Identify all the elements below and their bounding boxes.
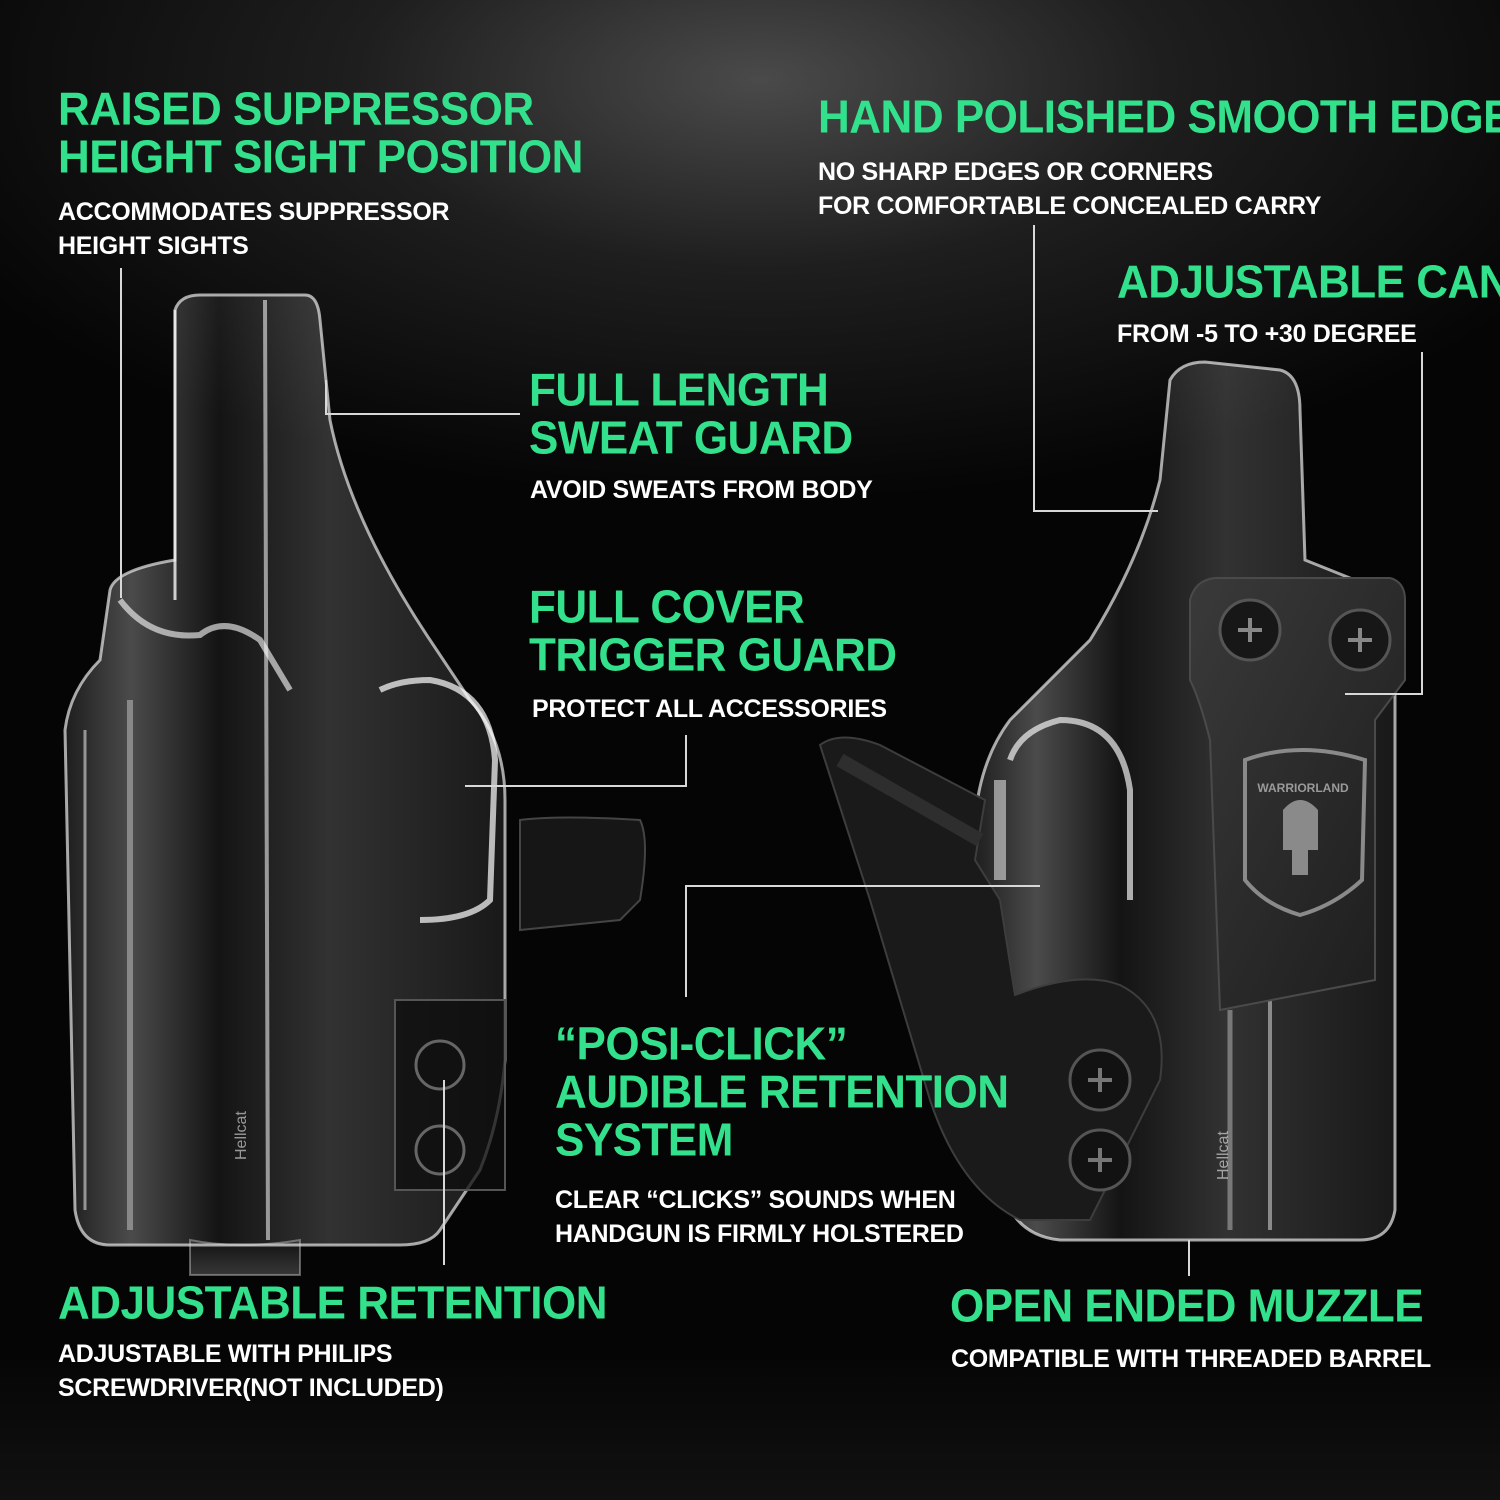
retention-desc-1: ADJUSTABLE WITH PHILIPS: [58, 1340, 393, 1368]
cant-heading: ADJUSTABLE CANT: [1117, 256, 1500, 309]
posi-click-heading-2: AUDIBLE RETENTION: [555, 1066, 1009, 1119]
leader-cant-h: [1345, 693, 1423, 695]
retention-screw-bottom: [414, 1124, 466, 1176]
suppressor-sight-desc-1: ACCOMMODATES SUPPRESSOR: [58, 198, 450, 226]
floor-shadow: [0, 1360, 1500, 1500]
shield-emblem: [1243, 748, 1368, 918]
trigger-guard-heading-2: TRIGGER GUARD: [529, 629, 897, 682]
muzzle-heading: OPEN ENDED MUZZLE: [950, 1280, 1424, 1333]
belt-wing: [519, 816, 646, 932]
leader-posi-click-h: [685, 885, 1040, 887]
model-mark-left: Hellcat: [233, 1111, 250, 1160]
suppressor-sight-heading-1: RAISED SUPPRESSOR: [58, 83, 534, 136]
leader-sweat-guard-h: [325, 413, 520, 415]
suppressor-sight-heading-2: HEIGHT SIGHT POSITION: [58, 131, 583, 184]
posi-click-desc-2: HANDGUN IS FIRMLY HOLSTERED: [555, 1220, 964, 1248]
holster-front-view: Hellcat: [63, 293, 646, 1276]
leader-posi-click-v: [685, 885, 687, 997]
leader-trigger-guard-h: [465, 785, 687, 787]
leader-muzzle: [1188, 1240, 1190, 1276]
leader-smooth-edge-v: [1033, 225, 1035, 512]
posi-click-desc-1: CLEAR “CLICKS” SOUNDS WHEN: [555, 1186, 956, 1214]
sweat-guard-desc: AVOID SWEATS FROM BODY: [530, 476, 873, 504]
leader-trigger-guard-v: [685, 735, 687, 787]
trigger-guard-desc: PROTECT ALL ACCESSORIES: [532, 695, 887, 723]
leader-cant-v: [1421, 352, 1423, 695]
posi-click-heading-1: “POSI-CLICK”: [555, 1018, 848, 1071]
muzzle-desc: COMPATIBLE WITH THREADED BARREL: [951, 1345, 1432, 1373]
retention-heading: ADJUSTABLE RETENTION: [58, 1277, 607, 1330]
leader-retention: [443, 1080, 445, 1265]
brand-logo: WARRIORLAND: [1257, 781, 1349, 795]
retention-desc-2: SCREWDRIVER(NOT INCLUDED): [58, 1374, 444, 1402]
sweat-guard-heading-2: SWEAT GUARD: [529, 412, 853, 465]
belt-clip: [1189, 577, 1406, 1012]
leader-suppressor-sight: [120, 268, 122, 598]
spartan-helmet-icon: [1283, 800, 1318, 875]
holster-rear-view: WARRIORLAND Hellcat: [818, 360, 1406, 1242]
posi-click-heading-3: SYSTEM: [555, 1114, 733, 1167]
trigger-guard-heading-1: FULL COVER: [529, 581, 805, 634]
retention-screw-top: [414, 1039, 466, 1091]
leader-sweat-guard-v: [325, 380, 327, 415]
smooth-edge-desc-1: NO SHARP EDGES OR CORNERS: [818, 158, 1213, 186]
sweat-guard-heading-1: FULL LENGTH: [529, 364, 829, 417]
suppressor-sight-desc-2: HEIGHT SIGHTS: [58, 232, 249, 260]
cant-desc: FROM -5 TO +30 DEGREE: [1117, 320, 1417, 348]
smooth-edge-heading: HAND POLISHED SMOOTH EDGE: [818, 91, 1500, 144]
model-mark-right: Hellcat: [1215, 1131, 1232, 1180]
smooth-edge-desc-2: FOR COMFORTABLE CONCEALED CARRY: [818, 192, 1322, 220]
leader-smooth-edge-h: [1033, 510, 1158, 512]
